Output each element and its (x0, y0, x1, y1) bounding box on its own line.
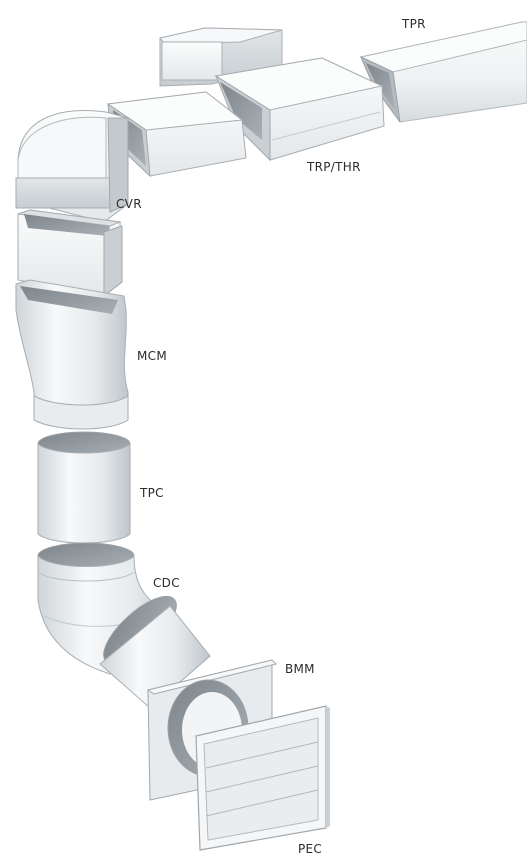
rect-joint-duct (108, 92, 246, 176)
label-bmm: BMM (285, 662, 315, 676)
label-cdc: CDC (153, 576, 180, 590)
mcm-transition (16, 280, 128, 429)
label-tpc: TPC (140, 486, 164, 500)
label-tpr: TPR (402, 17, 426, 31)
label-cvr: CVR (116, 197, 142, 211)
label-trp-thr: TRP/THR (307, 160, 361, 174)
cvr-elbow (16, 111, 128, 222)
tpc-pipe (38, 432, 130, 543)
tpr-duct (361, 22, 527, 122)
label-mcm: MCM (137, 349, 167, 363)
